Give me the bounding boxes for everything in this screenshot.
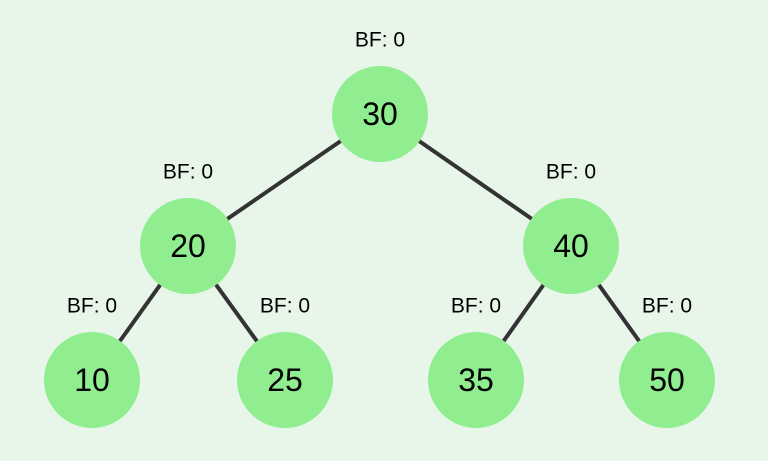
node-bf-label-25: BF: 0 xyxy=(260,295,310,318)
node-value-40: 40 xyxy=(553,228,589,264)
node-circle-40 xyxy=(523,198,619,294)
node-bf-label-20: BF: 0 xyxy=(163,161,213,184)
node-value-30: 30 xyxy=(362,96,398,132)
tree-node-35: BF: 0 35 xyxy=(428,295,524,428)
node-value-50: 50 xyxy=(649,362,685,398)
node-bf-label-30: BF: 0 xyxy=(355,29,405,52)
node-circle-30 xyxy=(332,66,428,162)
tree-node-40: BF: 0 40 xyxy=(523,161,619,294)
node-value-35: 35 xyxy=(458,362,494,398)
tree-node-30: BF: 0 30 xyxy=(332,29,428,162)
node-value-20: 20 xyxy=(170,228,206,264)
node-bf-label-10: BF: 0 xyxy=(67,295,117,318)
tree-node-25: BF: 0 25 xyxy=(237,295,333,428)
node-circle-50 xyxy=(619,332,715,428)
node-bf-label-40: BF: 0 xyxy=(546,161,596,184)
node-bf-label-50: BF: 0 xyxy=(642,295,692,318)
node-circle-25 xyxy=(237,332,333,428)
node-value-25: 25 xyxy=(267,362,303,398)
tree-node-10: BF: 0 10 xyxy=(44,295,140,428)
node-bf-label-35: BF: 0 xyxy=(451,295,501,318)
node-circle-20 xyxy=(140,198,236,294)
node-circle-10 xyxy=(44,332,140,428)
tree-node-20: BF: 0 20 xyxy=(140,161,236,294)
tree-node-50: BF: 0 50 xyxy=(619,295,715,428)
node-value-10: 10 xyxy=(74,362,110,398)
node-circle-35 xyxy=(428,332,524,428)
